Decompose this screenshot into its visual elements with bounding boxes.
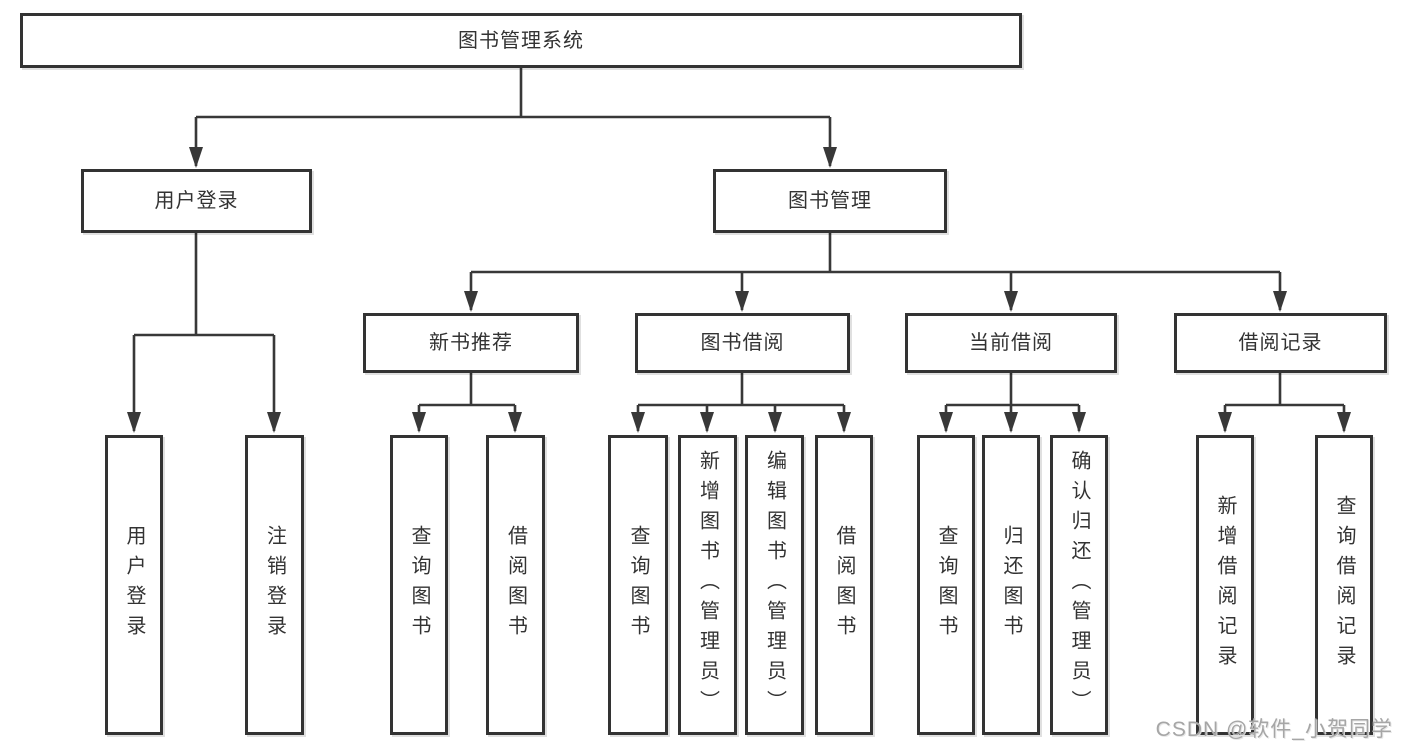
node-book-management: 图书管理 [713,169,947,233]
leaf-query-books-current: 查询图书 [917,435,975,735]
leaf-user-login: 用户登录 [105,435,163,735]
node-book-borrow: 图书借阅 [635,313,850,373]
node-user-login: 用户登录 [81,169,312,233]
leaf-query-books-recommend: 查询图书 [390,435,448,735]
leaf-confirm-return-admin: 确认归还（管理员） [1050,435,1108,735]
node-borrow-records: 借阅记录 [1174,313,1387,373]
leaf-add-books-admin: 新增图书（管理员） [678,435,737,735]
csdn-watermark: CSDN @软件_小贺同学 [1155,718,1393,741]
leaf-query-books-borrow: 查询图书 [608,435,668,735]
leaf-add-borrow-record: 新增借阅记录 [1196,435,1254,735]
node-new-book-recommend: 新书推荐 [363,313,579,373]
leaf-query-borrow-record: 查询借阅记录 [1315,435,1373,735]
leaf-borrow-books-recommend: 借阅图书 [486,435,545,735]
node-current-borrow: 当前借阅 [905,313,1117,373]
leaf-return-books: 归还图书 [982,435,1040,735]
leaf-logout: 注销登录 [245,435,304,735]
leaf-borrow-books: 借阅图书 [815,435,873,735]
node-library-management-system: 图书管理系统 [20,13,1022,68]
leaf-edit-books-admin: 编辑图书（管理员） [745,435,804,735]
